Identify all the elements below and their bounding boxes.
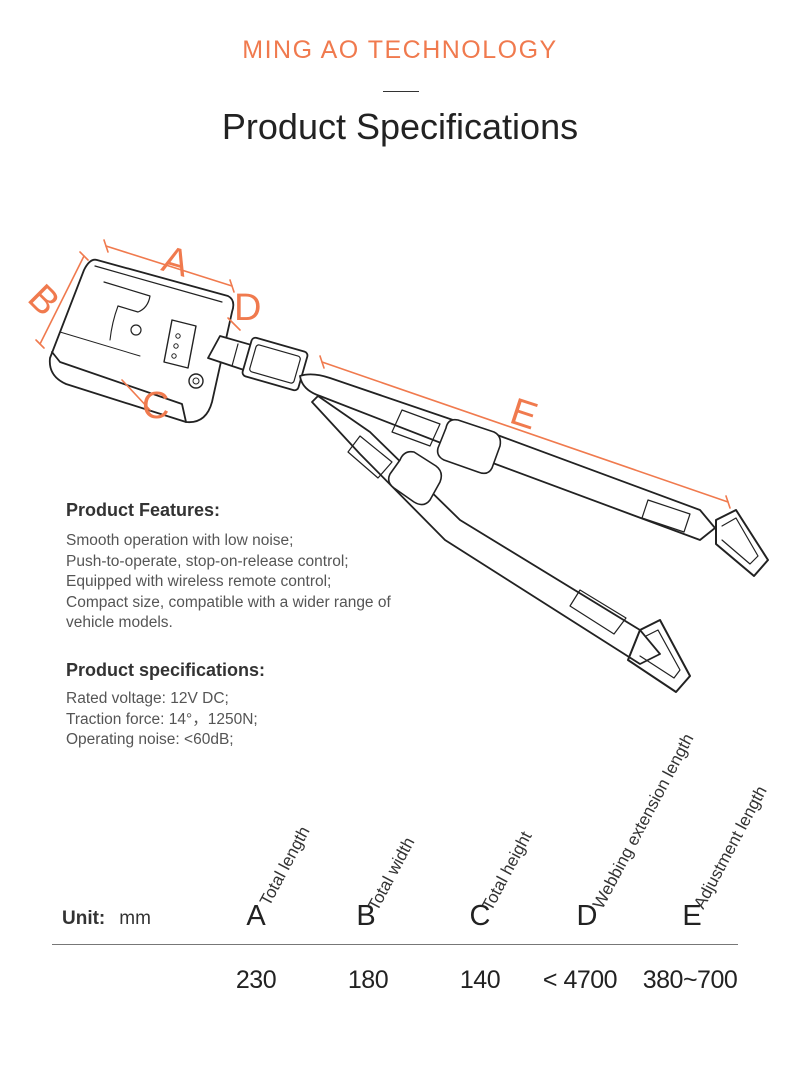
specifications-list: Rated voltage: 12V DC; Traction force: 1…	[66, 689, 258, 751]
column-label-adjustment-length: Adjustment length	[690, 782, 771, 912]
dimension-d-label: D	[234, 287, 261, 329]
value-adjustment-length: 380~700	[642, 966, 738, 994]
dimension-e-line	[321, 361, 729, 503]
unit-label: Unit:	[62, 908, 106, 929]
page-title: Product Specifications	[221, 106, 579, 147]
feature-item: Equipped with wireless remote control;	[66, 573, 332, 590]
value-total-width: 180	[347, 966, 389, 994]
column-label-total-length: Total length	[256, 823, 314, 909]
dimension-b-label: B	[20, 277, 68, 325]
feature-item: Compact size, compatible with a wider ra…	[66, 593, 391, 611]
column-letter-c: C	[469, 900, 491, 932]
dimension-b-line	[39, 255, 85, 345]
dimension-d-line	[227, 317, 241, 331]
feature-item: vehicle models.	[66, 614, 173, 631]
column-letter-b: B	[356, 900, 376, 932]
spec-item: Traction force: 14°，1250N;	[66, 710, 258, 728]
unit-value: mm	[119, 908, 151, 929]
product-illustration: A B C D E	[20, 238, 769, 693]
winch-body	[48, 258, 235, 424]
spec-item: Operating noise: <60dB;	[66, 731, 234, 748]
brand-divider	[383, 91, 419, 92]
table-divider	[52, 944, 738, 945]
webbing	[299, 373, 769, 693]
feature-item: Smooth operation with low noise;	[66, 532, 294, 549]
dimension-c-line	[121, 379, 151, 411]
dimension-a-line	[105, 245, 233, 287]
dimension-e-label: E	[505, 391, 542, 439]
feature-item: Push-to-operate, stop-on-release control…	[66, 552, 349, 570]
column-letter-e: E	[682, 900, 702, 932]
features-list: Smooth operation with low noise; Push-to…	[66, 531, 391, 634]
dimension-c-label: C	[142, 385, 169, 427]
unit-indicator: Unit: mm	[62, 908, 151, 930]
column-letter-d: D	[576, 900, 598, 932]
value-total-length: 230	[235, 966, 277, 994]
value-total-height: 140	[459, 966, 501, 994]
brand-name: MING AO TECHNOLOGY	[242, 36, 558, 64]
specifications-heading: Product specifications:	[66, 660, 266, 680]
dimension-a-label: A	[158, 238, 195, 286]
spec-item: Rated voltage: 12V DC;	[66, 690, 229, 707]
connector-strap	[207, 335, 309, 392]
features-heading: Product Features:	[66, 500, 221, 520]
column-letter-a: A	[246, 900, 266, 932]
value-webbing-extension-length: < 4700	[542, 966, 618, 994]
